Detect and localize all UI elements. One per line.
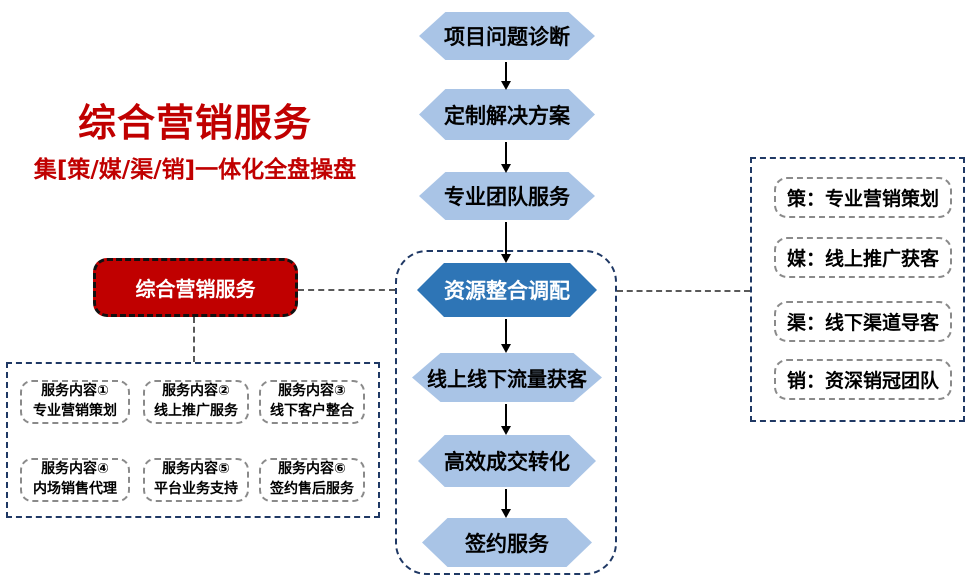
service-item-6: 服务内容⑥ 签约售后服务 bbox=[259, 458, 365, 502]
flow-step-6-label: 高效成交转化 bbox=[444, 450, 570, 474]
connector-hub-to-flow bbox=[298, 289, 395, 291]
legend-item-channel: 渠：线下渠道导客 bbox=[774, 301, 952, 342]
legend-item-media-label: 媒：线上推广获客 bbox=[786, 248, 939, 270]
flow-step-3-label: 专业团队服务 bbox=[444, 185, 570, 209]
legend-item-sales-label: 销：资深销冠团队 bbox=[786, 370, 939, 392]
hub-node: 综合营销服务 bbox=[93, 258, 298, 317]
flow-step-5: 线上线下流量获客 bbox=[412, 353, 602, 402]
connector-hub-to-services bbox=[193, 317, 195, 362]
service-item-1: 服务内容① 专业营销策划 bbox=[20, 380, 130, 424]
service-item-2: 服务内容② 线上推广服务 bbox=[143, 380, 249, 424]
arrow-down-icon bbox=[501, 62, 511, 90]
service-item-6-desc: 签约售后服务 bbox=[270, 481, 354, 497]
flow-step-5-label: 线上线下流量获客 bbox=[427, 367, 587, 391]
service-item-5-desc: 平台业务支持 bbox=[154, 481, 238, 497]
service-item-1-desc: 专业营销策划 bbox=[33, 403, 117, 419]
service-item-2-desc: 线上推广服务 bbox=[154, 403, 238, 419]
page-title: 综合营销服务 bbox=[77, 101, 312, 145]
arrow-down-icon bbox=[501, 222, 511, 263]
flow-step-4: 资源整合调配 bbox=[417, 263, 597, 317]
arrow-down-icon bbox=[501, 489, 511, 518]
flow-step-3: 专业团队服务 bbox=[419, 172, 595, 220]
flow-step-4-label: 资源整合调配 bbox=[444, 279, 570, 303]
flow-step-7: 签约服务 bbox=[422, 518, 592, 567]
hub-node-label: 综合营销服务 bbox=[135, 277, 256, 301]
flow-step-6: 高效成交转化 bbox=[418, 435, 596, 487]
service-item-4-desc: 内场销售代理 bbox=[33, 481, 117, 497]
service-item-1-title: 服务内容① bbox=[41, 383, 109, 400]
service-item-5-title: 服务内容⑤ bbox=[162, 461, 230, 478]
flow-step-2: 定制解决方案 bbox=[419, 89, 595, 140]
legend-item-strategy: 策：专业营销策划 bbox=[774, 177, 952, 218]
arrow-down-icon bbox=[501, 319, 511, 353]
flow-step-1: 项目问题诊断 bbox=[419, 12, 595, 60]
flow-step-2-label: 定制解决方案 bbox=[444, 103, 570, 128]
legend-item-strategy-label: 策：专业营销策划 bbox=[786, 188, 939, 210]
service-item-4-title: 服务内容④ bbox=[41, 461, 109, 478]
legend-item-sales: 销：资深销冠团队 bbox=[774, 359, 952, 400]
services-panel: 服务内容① 专业营销策划 服务内容② 线上推广服务 服务内容③ 线下客户整合 服… bbox=[6, 362, 380, 518]
legend-item-channel-label: 渠：线下渠道导客 bbox=[786, 312, 939, 334]
flow-step-7-label: 签约服务 bbox=[465, 531, 549, 556]
service-item-3-desc: 线下客户整合 bbox=[270, 403, 354, 419]
service-item-3: 服务内容③ 线下客户整合 bbox=[259, 380, 365, 424]
connector-flow-to-legend bbox=[617, 290, 750, 292]
service-item-3-title: 服务内容③ bbox=[278, 383, 346, 400]
legend-item-media: 媒：线上推广获客 bbox=[774, 237, 952, 278]
arrow-down-icon bbox=[501, 142, 511, 173]
service-item-5: 服务内容⑤ 平台业务支持 bbox=[143, 458, 249, 502]
page-subtitle: 集[策/媒/渠/销]一体化全盘操盘 bbox=[33, 157, 357, 183]
service-item-6-title: 服务内容⑥ bbox=[278, 461, 346, 478]
legend-panel: 策：专业营销策划 媒：线上推广获客 渠：线下渠道导客 销：资深销冠团队 bbox=[750, 157, 965, 422]
flow-step-1-label: 项目问题诊断 bbox=[444, 25, 570, 49]
service-item-4: 服务内容④ 内场销售代理 bbox=[20, 458, 130, 502]
arrow-down-icon bbox=[501, 404, 511, 435]
service-item-2-title: 服务内容② bbox=[162, 383, 230, 400]
